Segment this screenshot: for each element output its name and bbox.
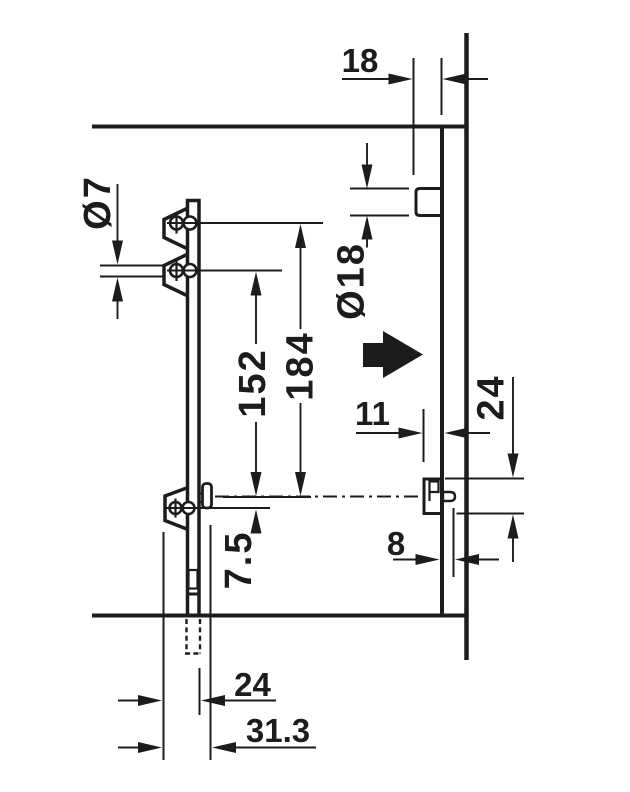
arrowhead-right-icon [138, 742, 162, 753]
dim-screw-hole-dia-7: Ø7 [77, 175, 123, 319]
insertion-direction-arrow-icon [363, 331, 423, 378]
profile-slot [187, 568, 199, 590]
arrowhead-down-icon [295, 472, 306, 496]
arrowhead-left-icon [212, 742, 236, 753]
arrowhead-up-icon [295, 224, 306, 248]
arrowhead-down-icon [507, 453, 519, 478]
arrowhead-down-icon [112, 240, 123, 265]
arrowhead-down-icon [250, 472, 262, 496]
dim-pin-offset-7-5: 7.5 [218, 509, 262, 590]
catch-latch [422, 477, 457, 515]
dowel-plug [414, 187, 443, 217]
arrowhead-left-icon [455, 554, 479, 565]
dim-label-184: 184 [280, 331, 322, 400]
dim-label-18: 18 [342, 42, 379, 79]
catch-window [428, 480, 440, 494]
dim-catch-setback-11: 11 [355, 395, 490, 439]
dim-label-31-3: 31.3 [246, 712, 310, 749]
hook-pin-head [201, 482, 213, 510]
arrowhead-right-icon [388, 73, 413, 85]
arrowhead-up-icon [361, 215, 373, 240]
dim-hole-distance-152: 152 [232, 271, 274, 496]
arrowhead-right-icon [398, 427, 423, 439]
dim-catch-height-24: 24 [471, 374, 519, 562]
dim-cup-hole-dia-18: Ø18 [331, 143, 373, 320]
extension-lines [100, 58, 524, 760]
arrowhead-right-icon [138, 695, 162, 706]
dim-label-dia7: Ø7 [77, 175, 119, 230]
arrowhead-up-icon [507, 514, 519, 539]
dimensions: 18 Ø7 152 184 7.5 [77, 42, 519, 753]
profile-pocket-middle [162, 252, 189, 298]
arrowhead-left-icon [201, 695, 225, 706]
arrowhead-up-icon [112, 277, 123, 302]
profile-pocket-lower [163, 485, 189, 532]
dim-pin-protrusion-8: 8 [387, 525, 499, 565]
dim-label-152: 152 [232, 348, 274, 417]
arrowhead-left-icon [444, 427, 469, 439]
dim-label-11: 11 [355, 395, 390, 432]
cabinet-structure [92, 33, 469, 660]
arrowhead-right-icon [415, 554, 440, 565]
arrowhead-up-icon [250, 271, 262, 296]
dim-label-dia18: Ø18 [331, 242, 373, 320]
dim-label-24-bottom: 24 [234, 666, 271, 703]
dim-label-7-5: 7.5 [218, 531, 260, 590]
arrowhead-up-icon [250, 509, 262, 534]
dim-overall-depth-31-3: 31.3 [118, 712, 316, 753]
arrowhead-down-icon [361, 164, 373, 189]
profile-hidden-continuation [185, 619, 202, 655]
catch-pin [441, 490, 457, 503]
dim-hole-distance-184: 184 [280, 224, 322, 496]
profile-plate [185, 198, 201, 615]
dim-label-24-right: 24 [471, 374, 513, 420]
dim-profile-depth-24: 24 [118, 666, 276, 706]
arrowhead-left-icon [442, 73, 467, 85]
dim-label-8: 8 [387, 525, 405, 562]
dim-panel-thickness-18: 18 [342, 42, 488, 85]
